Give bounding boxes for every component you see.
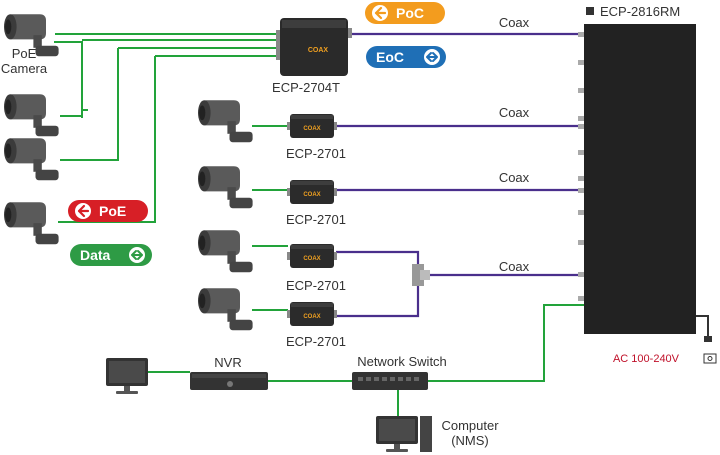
monitor-icon <box>376 416 418 452</box>
coax-label: Coax <box>499 15 530 30</box>
svg-text:COAX: COAX <box>303 314 320 320</box>
nvr-device <box>190 372 268 390</box>
ecp-2701-label: ECP-2701 <box>286 278 346 293</box>
data-badge: Data <box>70 244 152 266</box>
title-marker <box>586 7 594 15</box>
coax-label: Coax <box>499 105 530 120</box>
svg-text:COAX: COAX <box>303 256 320 262</box>
camera-icon <box>198 100 253 143</box>
ecp-2701-device: COAX <box>287 244 337 268</box>
camera-icon <box>4 138 59 181</box>
poe-camera-label: Camera <box>1 61 48 76</box>
coax-label: Coax <box>499 259 530 274</box>
poc-badge: PoC <box>365 2 445 24</box>
poe-camera-label: PoE <box>12 46 37 61</box>
green-cable-lines <box>54 33 584 416</box>
ecp-2701-label: ECP-2701 <box>286 146 346 161</box>
svg-text:EoC: EoC <box>376 49 404 65</box>
ecp-2701-device: COAX <box>287 114 337 138</box>
camera-icon <box>198 288 253 331</box>
ecp-2701-device: COAX <box>287 302 337 326</box>
svg-text:Data: Data <box>80 247 111 263</box>
nvr-label: NVR <box>214 355 241 370</box>
power-plug-icon <box>696 315 717 364</box>
svg-text:COAX: COAX <box>308 47 329 54</box>
ecp-2816rm-device <box>578 24 696 334</box>
ecp-2704t-device: COAX <box>276 18 352 76</box>
network-switch-device <box>352 372 428 390</box>
ecp-2701-label: ECP-2701 <box>286 334 346 349</box>
camera-icon <box>4 202 59 245</box>
coax-label: Coax <box>499 170 530 185</box>
svg-text:PoC: PoC <box>396 5 424 21</box>
computer-label: Computer <box>441 418 499 433</box>
ac-power-label: AC 100-240V <box>613 353 680 365</box>
camera-icon <box>4 94 59 137</box>
svg-text:COAX: COAX <box>303 126 320 132</box>
network-switch-label: Network Switch <box>357 354 447 369</box>
ecp-2701-label: ECP-2701 <box>286 212 346 227</box>
t-splitter <box>412 264 430 286</box>
monitor-icon <box>106 358 148 394</box>
svg-text:PoE: PoE <box>99 203 126 219</box>
camera-icon <box>198 230 253 273</box>
computer-label: (NMS) <box>451 433 489 448</box>
camera-icon <box>198 166 253 209</box>
computer-tower <box>420 416 432 452</box>
eoc-badge: EoC <box>366 46 446 68</box>
coax-cable-lines <box>336 32 584 318</box>
ecp-2816rm-title: ECP-2816RM <box>600 4 680 19</box>
ecp-2701-device: COAX <box>287 180 337 204</box>
ecp-2704t-label: ECP-2704T <box>272 80 340 95</box>
svg-text:COAX: COAX <box>303 192 320 198</box>
poe-badge: PoE <box>68 200 148 222</box>
